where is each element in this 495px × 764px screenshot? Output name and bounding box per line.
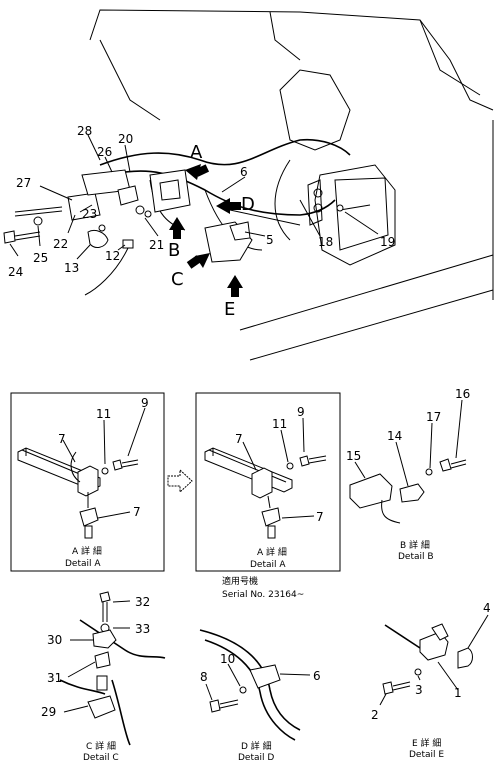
detail-e-callout-4: 4 <box>483 601 491 615</box>
transition-arrow-icon <box>167 468 193 494</box>
arrow-a-icon <box>185 164 210 180</box>
detail-c-callout-33: 33 <box>135 622 150 636</box>
serial-caption-jp: 適用号機 <box>222 575 258 587</box>
arrow-e-icon <box>227 275 243 297</box>
detail-c-callout-32: 32 <box>135 595 150 609</box>
detail-c: 32 33 30 31 29 C 詳 細 Detail C <box>41 591 166 763</box>
detail-a-left-callout-7b: 7 <box>133 505 141 519</box>
detail-b-caption-jp: B 詳 細 <box>400 539 430 551</box>
serial-caption-en: Serial No. 23164~ <box>222 590 304 600</box>
callout-28: 28 <box>77 124 92 138</box>
detail-d: 10 8 6 D 詳 細 Detail D <box>199 629 321 763</box>
callout-6: 6 <box>240 165 248 179</box>
detail-b-callout-16: 16 <box>455 387 470 401</box>
detail-e-caption-en: Detail E <box>409 750 444 760</box>
callout-26: 26 <box>97 145 112 159</box>
detail-e: 4 1 3 2 E 詳 細 Detail E <box>371 601 491 760</box>
arrow-label-c: C <box>171 269 184 290</box>
detail-a-right-caption-jp: A 詳 細 <box>257 546 287 558</box>
detail-a-left-callout-7a: 7 <box>58 432 66 446</box>
detail-a-right-caption-en: Detail A <box>250 560 286 570</box>
callout-22: 22 <box>53 237 68 251</box>
detail-d-callout-8: 8 <box>200 670 208 684</box>
arrow-label-e: E <box>224 299 235 320</box>
detail-d-callout-10: 10 <box>220 652 235 666</box>
detail-b-callout-17: 17 <box>426 410 441 424</box>
detail-a-left-caption-jp: A 詳 細 <box>72 545 102 557</box>
detail-e-callout-3: 3 <box>415 683 423 697</box>
arrow-label-a: A <box>190 142 203 163</box>
detail-a-left-caption-en: Detail A <box>65 559 101 569</box>
callout-19: 19 <box>380 235 395 249</box>
callout-13: 13 <box>64 261 79 275</box>
detail-b-callout-15: 15 <box>346 449 361 463</box>
detail-c-callout-30: 30 <box>47 633 62 647</box>
detail-b-caption-en: Detail B <box>398 552 434 562</box>
detail-a-right-frame <box>195 392 341 572</box>
callout-23: 23 <box>82 207 97 221</box>
detail-a-left-callout-9: 9 <box>141 396 149 410</box>
arrow-b-icon <box>169 217 185 239</box>
detail-a-right-callout-7a: 7 <box>235 432 243 446</box>
detail-a-right: 9 11 7 7 A 詳 細 Detail A 適用号機 Serial No. … <box>195 392 341 600</box>
detail-d-caption-jp: D 詳 細 <box>241 740 272 752</box>
arrow-d-icon <box>216 198 241 214</box>
detail-a-right-callout-9: 9 <box>297 405 305 419</box>
arrow-c-icon <box>186 253 210 269</box>
detail-e-callout-2: 2 <box>371 708 379 722</box>
detail-d-callout-6: 6 <box>313 669 321 683</box>
callout-18: 18 <box>318 235 333 249</box>
arrow-label-b: B <box>168 240 180 261</box>
detail-d-caption-en: Detail D <box>238 753 274 763</box>
detail-a-right-callout-7b: 7 <box>316 510 324 524</box>
detail-c-caption-jp: C 詳 細 <box>86 740 116 752</box>
detail-b: 16 17 14 15 B 詳 細 Detail B <box>346 387 470 562</box>
detail-e-callout-1: 1 <box>454 686 462 700</box>
detail-a-left: 9 11 7 7 A 詳 細 Detail A <box>10 392 165 572</box>
detail-c-callout-29: 29 <box>41 705 56 719</box>
detail-c-caption-en: Detail C <box>83 753 119 763</box>
detail-e-caption-jp: E 詳 細 <box>412 737 441 749</box>
arrow-label-d: D <box>241 194 255 215</box>
callout-24: 24 <box>8 265 23 279</box>
callout-12: 12 <box>105 249 120 263</box>
detail-a-right-callout-11: 11 <box>272 417 287 431</box>
callout-20: 20 <box>118 132 133 146</box>
callout-5: 5 <box>266 233 274 247</box>
detail-a-left-frame <box>10 392 165 572</box>
callout-27: 27 <box>16 176 31 190</box>
detail-a-left-callout-11: 11 <box>96 407 111 421</box>
callout-21: 21 <box>149 238 164 252</box>
detail-c-callout-31: 31 <box>47 671 62 685</box>
detail-b-callout-14: 14 <box>387 429 402 443</box>
main-view: 28 20 26 27 23 22 25 24 13 12 21 6 5 18 … <box>3 9 494 361</box>
callout-25: 25 <box>33 251 48 265</box>
